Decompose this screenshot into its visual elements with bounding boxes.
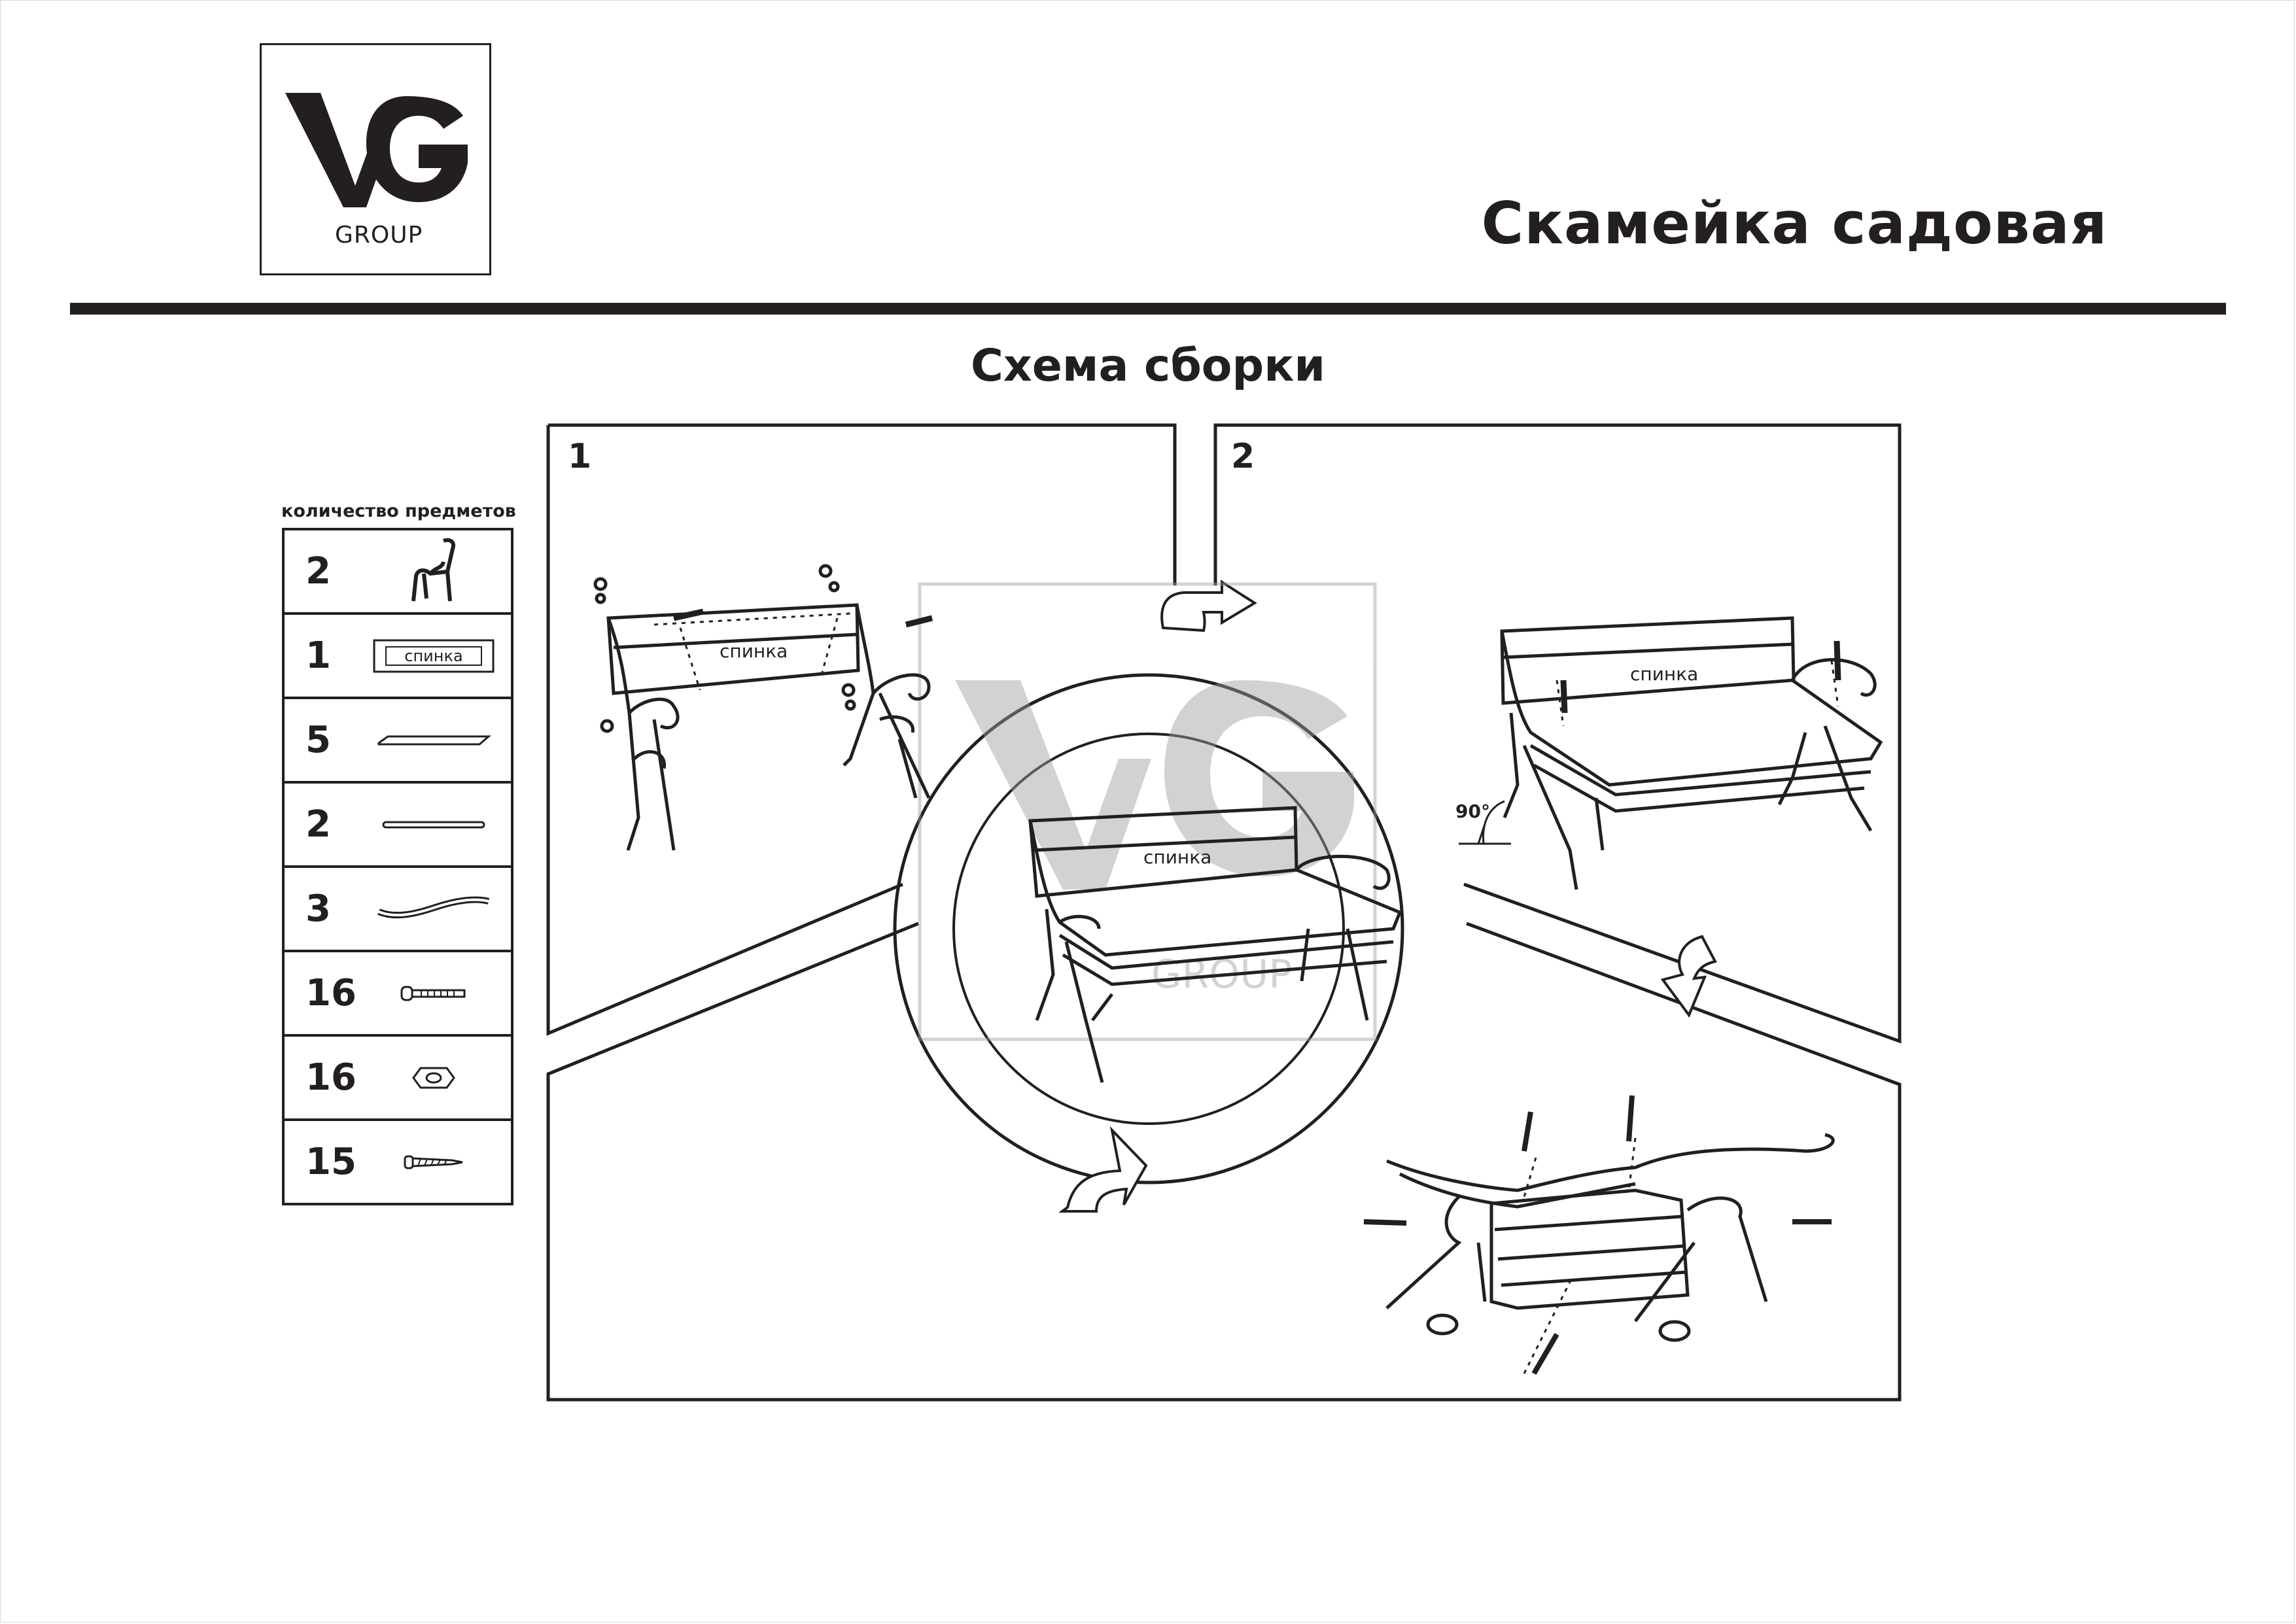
assembled-bench-drawing: спинка <box>1028 806 1402 1083</box>
bolt-icon <box>400 986 466 1001</box>
assembly-cycle-ring <box>893 673 1404 1184</box>
parts-row: 3 <box>282 865 514 952</box>
cycle-arrow-2-to-3 <box>1660 935 1717 1018</box>
step-3-panel-border <box>546 922 1902 1402</box>
part-quantity: 1 <box>282 612 357 699</box>
parts-row: 15 <box>282 1118 514 1205</box>
vg-group-logo: GROUP <box>260 43 491 275</box>
step-2-bench-drawing: 90° спинка <box>1455 616 1883 890</box>
parts-row: 5 <box>282 697 514 784</box>
section-title: Схема сборки <box>970 340 1325 392</box>
parts-row: 2 <box>282 528 514 615</box>
step-1-panel-border-left <box>546 425 903 1036</box>
backrest-label: спинка <box>404 647 462 665</box>
parts-table: 2 1 спинка 5 2 3 16 <box>282 528 514 1205</box>
part-quantity: 2 <box>282 781 357 868</box>
part-quantity: 16 <box>282 1034 357 1121</box>
step-2-panel-border <box>1213 423 1902 1044</box>
step-1-backrest-label: спинка <box>720 640 788 662</box>
backrest-panel-icon: спинка <box>373 639 495 672</box>
side-frame-icon <box>411 538 455 601</box>
parts-row: 2 <box>282 781 514 868</box>
part-quantity: 15 <box>282 1118 357 1205</box>
cycle-arrow-3-to-1 <box>1058 1126 1148 1213</box>
assembled-backrest-label: спинка <box>1143 846 1211 868</box>
screw-icon <box>404 1155 463 1169</box>
parts-row: 1 спинка <box>282 612 514 699</box>
part-quantity: 16 <box>282 950 357 1037</box>
wooden-slat-icon <box>377 735 492 745</box>
step-2-backrest-label: спинка <box>1630 663 1698 685</box>
curved-bar-icon <box>377 896 490 918</box>
part-quantity: 5 <box>282 697 357 784</box>
assembly-cycle-ring-inner <box>952 733 1345 1125</box>
step-1-panel-border <box>548 423 1177 585</box>
parts-caption: количество предметов <box>281 501 516 521</box>
nut-icon <box>412 1067 455 1088</box>
parts-row: 16 <box>282 1034 514 1121</box>
header-rule <box>70 303 2226 315</box>
vg-group-watermark: GROUP <box>918 582 1377 1041</box>
step-1-number: 1 <box>568 437 591 476</box>
step-2-angle-label: 90° <box>1455 801 1490 822</box>
rod-icon <box>382 821 485 828</box>
part-quantity: 3 <box>282 865 357 952</box>
step-3-underside-drawing <box>1363 1095 1835 1375</box>
parts-row: 16 <box>282 950 514 1037</box>
step-2-number: 2 <box>1231 437 1255 476</box>
logo-subtext: GROUP <box>335 222 423 249</box>
part-quantity: 2 <box>282 528 357 615</box>
document-title: Скамейка садовая <box>1481 190 2108 257</box>
cycle-arrow-1-to-2 <box>1160 579 1257 632</box>
step-1-bench-drawing: спинка <box>593 564 933 851</box>
